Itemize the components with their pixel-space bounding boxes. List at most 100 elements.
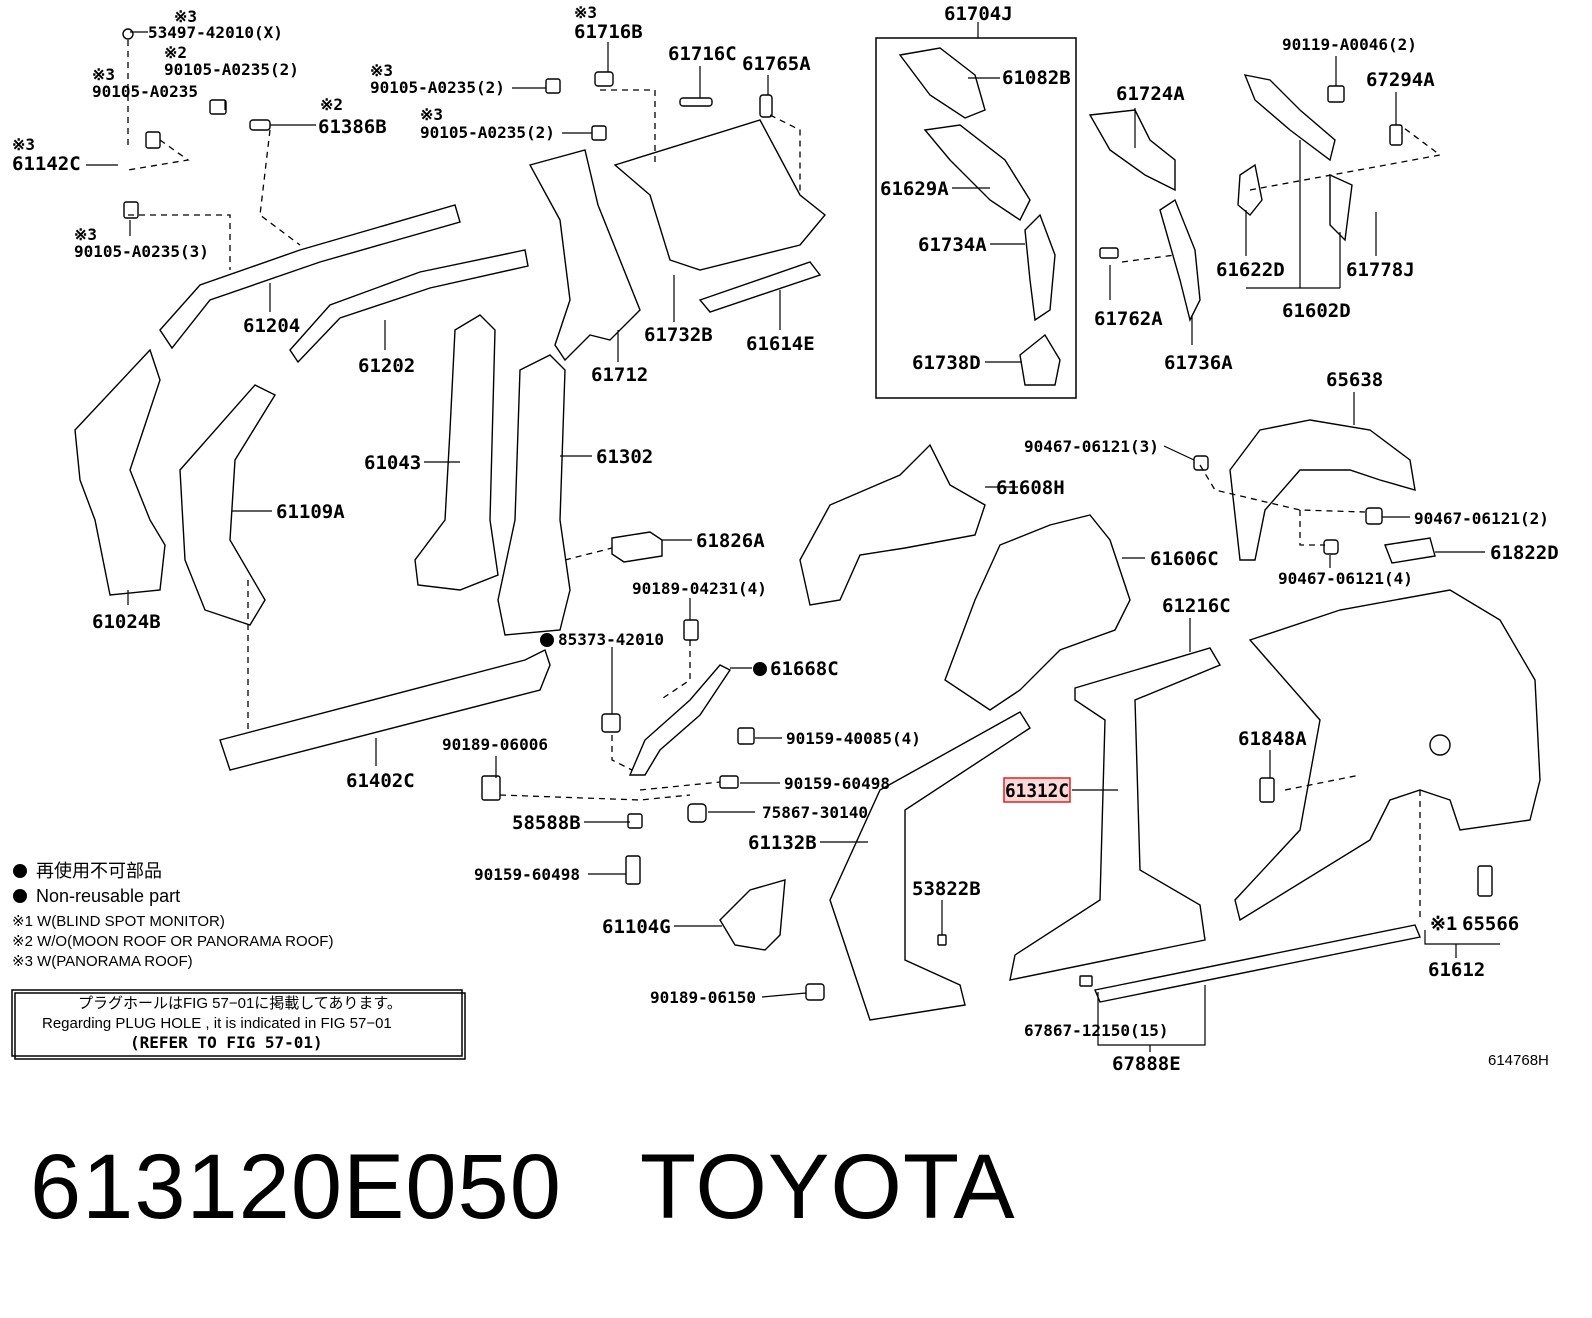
label-61732b: 61732B [644,324,713,346]
mark-note3: ※3 [370,61,393,80]
nut-icon [1193,455,1209,471]
legend: 再使用不可部品 Non-reusable part ※1 W(BLIND SPO… [12,861,333,970]
label-61302: 61302 [596,446,653,468]
label-61204: 61204 [243,315,300,337]
label-58588b: 58588B [512,812,581,834]
label-61822d: 61822D [1490,542,1559,564]
legend-dot-icon [13,864,27,878]
target-part-highlight [1003,777,1071,803]
label-61724a: 61724A [1116,83,1185,105]
label-61386b: 61386B [318,116,387,138]
leader-lines [86,22,1500,1052]
label-61216c: 61216C [1162,595,1231,617]
shape-61612 [1234,589,1541,922]
label-90467-06121-2: 90467-06121(2) [1414,509,1549,528]
bolt-icon [123,201,139,219]
group-frame-61704j [875,37,1077,399]
part-labels: 53497-42010(X) 90105-A0235(2) 90105-A023… [12,3,1559,1075]
label-61734a: 61734A [918,234,987,256]
label-61712: 61712 [591,364,648,386]
label-90189-06006: 90189-06006 [442,735,548,754]
legend-dot-icon [13,889,27,903]
shape-61724a [1088,109,1176,192]
shape-61043 [414,314,499,591]
label-61629a: 61629A [880,178,949,200]
mark-note3: ※3 [574,3,597,22]
shape-61614e [698,261,822,313]
bolt-icon [145,131,161,149]
shape-61202 [289,249,529,364]
product-caption: 613120E050 TOYOTA [30,1135,1016,1240]
mark-note3: ※3 [174,7,197,26]
brand-name: TOYOTA [639,1136,1016,1238]
note-marks: ※3 ※2 ※3 ※2 ※3 ※3 ※3 ※3 ※3 ※1 [12,3,1457,935]
nut-icon [1365,507,1383,525]
label-61716b: 61716B [574,21,643,43]
label-61704j: 61704J [944,3,1013,25]
clip-icon [1079,975,1093,987]
shape-61822d [1384,537,1436,564]
shape-61778j [1329,173,1353,242]
legend-note3: ※3 W(PANORAMA ROOF) [12,953,193,970]
legend-jp: 再使用不可部品 [36,861,162,881]
legend-en: Non-reusable part [36,886,180,906]
label-61716c: 61716C [668,43,737,65]
shape-61132b [829,711,1031,1021]
label-61104g: 61104G [602,916,671,938]
bolt-icon [719,775,739,789]
label-61312c-target: 61312C [1005,780,1069,802]
bolt-icon [625,855,641,885]
label-90105-a0235-3: 90105-A0235(3) [74,242,209,261]
label-61142c: 61142C [12,153,81,175]
nut-icon [1323,539,1339,555]
label-61765a: 61765A [742,53,811,75]
bolt-icon [209,99,227,115]
shape-61712 [528,149,641,362]
clip-icon [687,803,707,823]
non-reusable-dot-icon [753,662,767,676]
parts-diagram: ※3 ※2 ※3 ※2 ※3 ※3 ※3 ※3 ※3 ※1 53497-4201… [11,3,1559,1075]
clip-icon [937,934,947,946]
clip-icon [1477,865,1493,897]
clip-icon [249,119,271,131]
label-90105-a0235: 90105-A0235 [92,82,198,101]
label-61024b: 61024B [92,611,161,633]
label-61738d: 61738D [912,352,981,374]
clip-icon [1259,777,1275,803]
clip-icon [759,94,773,118]
fuel-lid-icon [1429,734,1451,756]
label-61082b: 61082B [1002,67,1071,89]
label-61614e: 61614E [746,333,815,355]
mark-note3: ※3 [420,105,443,124]
shape-61104g [719,879,786,951]
label-61848a: 61848A [1238,728,1307,750]
clip-icon [481,775,501,801]
clip-icon [627,813,643,829]
plug-note-line3: (REFER TO FIG 57-01) [130,1033,323,1052]
shape-61216c [1009,647,1222,981]
label-90159-60498b: 90159-60498 [474,865,580,884]
shape-61668c [628,664,732,776]
label-67294a: 67294A [1366,69,1435,91]
label-61612: 61612 [1428,959,1485,981]
label-90189-04231-4: 90189-04231(4) [632,579,767,598]
clip-icon [1099,247,1119,259]
label-65566: 65566 [1462,913,1519,935]
label-61043: 61043 [364,452,421,474]
shape-61602d [1243,74,1336,162]
label-53822b: 53822B [912,878,981,900]
part-shapes [74,47,1541,1021]
label-90467-06121-4: 90467-06121(4) [1278,569,1413,588]
shape-61109a [179,384,276,626]
label-90159-60498: 90159-60498 [784,774,890,793]
label-67867-12150-15: 67867-12150(15) [1024,1021,1169,1040]
shape-61024b [74,348,166,596]
shape-61082b [898,47,986,119]
label-61622d: 61622D [1216,259,1285,281]
bolt-icon [545,78,561,94]
label-65638: 65638 [1326,369,1383,391]
shape-61606c [944,514,1131,711]
label-61826a: 61826A [696,530,765,552]
clip-icon [683,619,699,641]
label-61402c: 61402C [346,770,415,792]
